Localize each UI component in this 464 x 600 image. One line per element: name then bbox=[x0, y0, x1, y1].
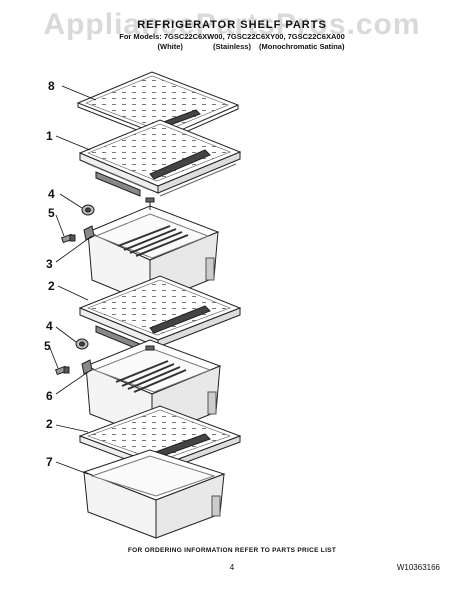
page-title: REFRIGERATOR SHELF PARTS bbox=[137, 19, 327, 31]
part-3-crisper-drawer bbox=[83, 197, 220, 305]
callout-5-upper: 5 bbox=[48, 206, 55, 220]
ordering-note: FOR ORDERING INFORMATION REFER TO PARTS … bbox=[127, 547, 337, 554]
callout-4-upper: 4 bbox=[48, 187, 55, 201]
document-number: W10363166 bbox=[396, 563, 440, 572]
part-2-shelf-upper bbox=[78, 275, 242, 351]
callout-3: 3 bbox=[46, 257, 53, 271]
callout-1: 1 bbox=[46, 129, 53, 143]
drawer-ribs bbox=[117, 225, 189, 257]
callout-2-upper: 2 bbox=[48, 279, 55, 293]
callout-4-lower: 4 bbox=[46, 319, 53, 333]
callout-6: 6 bbox=[46, 389, 53, 403]
part-5-screw-upper bbox=[60, 233, 76, 244]
drawer-ribs-lower bbox=[115, 360, 187, 393]
part-1-shelf-frame bbox=[78, 119, 242, 197]
callout-2-lower: 2 bbox=[46, 417, 53, 431]
variant-white: (White) bbox=[157, 42, 183, 51]
variant-stainless: (Stainless) bbox=[213, 42, 251, 51]
callout-7: 7 bbox=[46, 455, 53, 469]
part-4-roller-upper bbox=[81, 204, 95, 216]
header: REFRIGERATOR SHELF PARTS For Models: 7GS… bbox=[0, 19, 464, 52]
callout-8: 8 bbox=[48, 79, 55, 93]
variant-satina: (Monochromatic Satina) bbox=[259, 42, 345, 51]
watermark: AppliancePartsPros.com bbox=[43, 8, 421, 41]
variant-list: (White) (Stainless) (Monochromatic Satin… bbox=[0, 42, 464, 52]
part-7-bottom-drawer bbox=[82, 449, 226, 539]
callout-5-lower: 5 bbox=[44, 339, 51, 353]
part-8-glass-shelf bbox=[76, 71, 240, 142]
page-number: 4 bbox=[229, 563, 235, 572]
model-list: For Models: 7GSC22C6XW00, 7GSC22C6XY00, … bbox=[119, 32, 345, 41]
leader-lines bbox=[49, 85, 97, 475]
part-5-screw-lower bbox=[54, 365, 70, 376]
part-4-roller-lower bbox=[75, 338, 89, 350]
